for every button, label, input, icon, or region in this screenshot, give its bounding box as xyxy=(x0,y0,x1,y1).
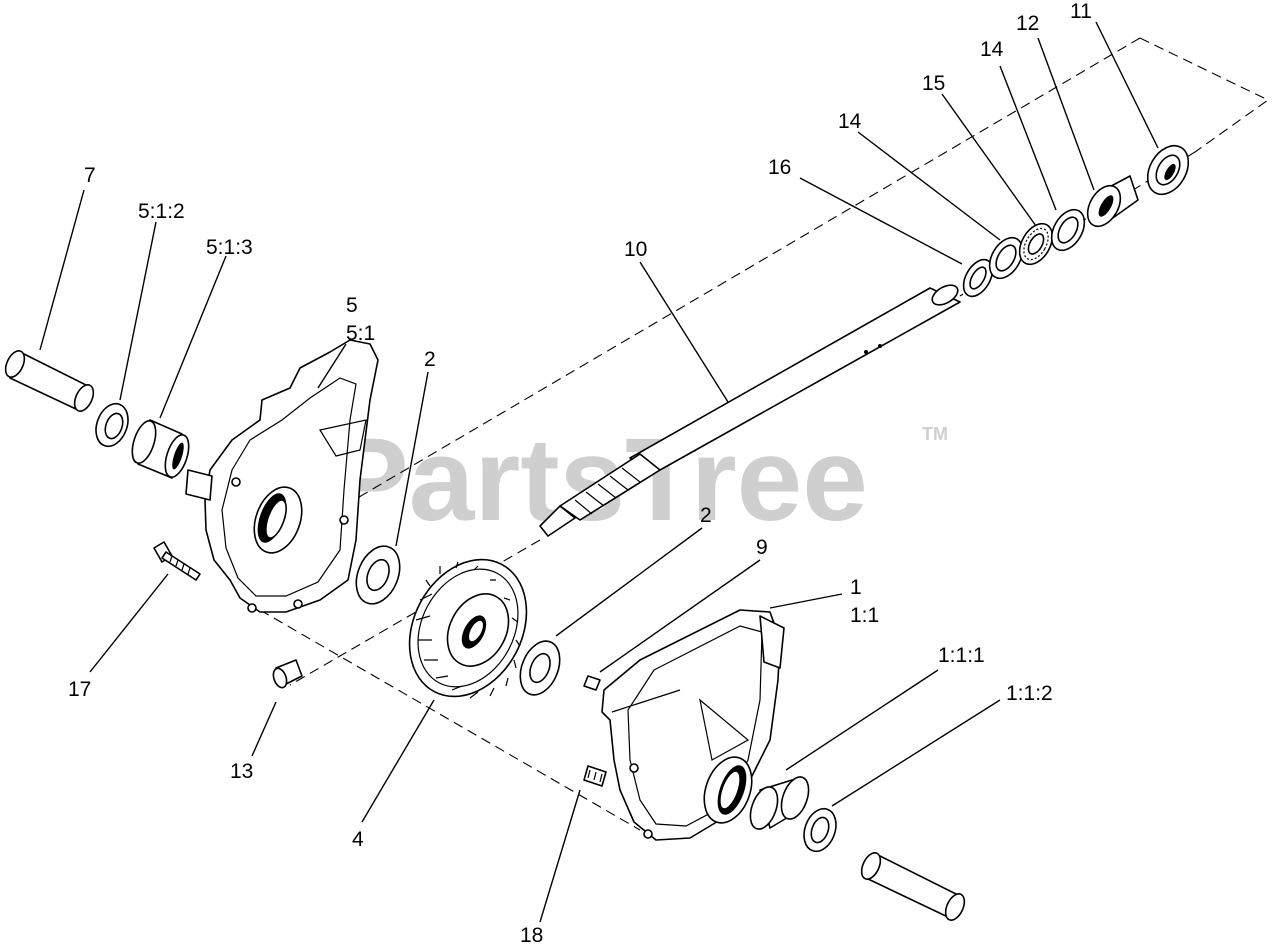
part-17-bolt xyxy=(153,541,201,581)
callout-10: 10 xyxy=(624,238,647,261)
part-13-dowel xyxy=(272,659,303,689)
part-5-housing xyxy=(185,339,379,613)
part-12-bushing xyxy=(1086,175,1139,228)
callout-14-a: 14 xyxy=(838,110,862,133)
callout-1-1-1: 1:1:1 xyxy=(938,644,985,667)
leader-lines xyxy=(39,21,1159,923)
callout-16: 16 xyxy=(768,156,791,179)
part-10-shaft xyxy=(539,284,961,537)
callout-2-upper: 2 xyxy=(424,348,436,371)
callout-14-b: 14 xyxy=(980,38,1004,61)
part-2-washer-upper xyxy=(355,545,401,605)
part-5-1-3-bushing xyxy=(131,419,190,479)
part-14-washer-b xyxy=(1050,208,1086,252)
part-4-worm-gear xyxy=(408,558,528,699)
callout-17: 17 xyxy=(68,678,91,701)
callout-labels: 7 5:1:2 5:1:3 5 5:1 2 10 16 14 15 14 12 … xyxy=(68,0,1092,947)
callout-1-1-2: 1:1:2 xyxy=(1006,682,1053,705)
part-5-1-2-washer xyxy=(95,402,129,448)
callout-7: 7 xyxy=(84,164,96,187)
callout-9: 9 xyxy=(756,536,768,559)
part-2-washer-lower xyxy=(519,640,561,696)
part-18-set-screw xyxy=(583,765,607,787)
part-14-washer-a xyxy=(988,236,1024,280)
callout-5: 5 xyxy=(346,294,358,317)
callout-12: 12 xyxy=(1016,12,1039,35)
callout-5-1-3: 5:1:3 xyxy=(206,236,253,259)
part-15-bearing xyxy=(1018,222,1054,266)
callout-11: 11 xyxy=(1070,0,1092,23)
callout-5-1-2: 5:1:2 xyxy=(138,200,185,223)
part-1-1-2-washer xyxy=(803,807,837,853)
callout-5-1: 5:1 xyxy=(346,322,375,345)
part-7-pin xyxy=(4,350,95,412)
callout-2-lower: 2 xyxy=(700,504,712,527)
part-1-1-1-bushing xyxy=(749,776,810,830)
part-9-key xyxy=(583,675,601,691)
right-pin xyxy=(860,852,966,921)
part-11-bearing xyxy=(1146,144,1190,196)
part-16-clip xyxy=(962,258,994,298)
callout-13: 13 xyxy=(230,760,253,783)
callout-1: 1 xyxy=(850,576,862,599)
trademark-symbol: TM xyxy=(922,424,948,444)
callout-1-1: 1:1 xyxy=(850,604,879,627)
callout-4: 4 xyxy=(352,828,364,851)
callout-18: 18 xyxy=(520,924,543,947)
callout-15: 15 xyxy=(922,72,945,95)
part-1-housing xyxy=(601,609,785,841)
